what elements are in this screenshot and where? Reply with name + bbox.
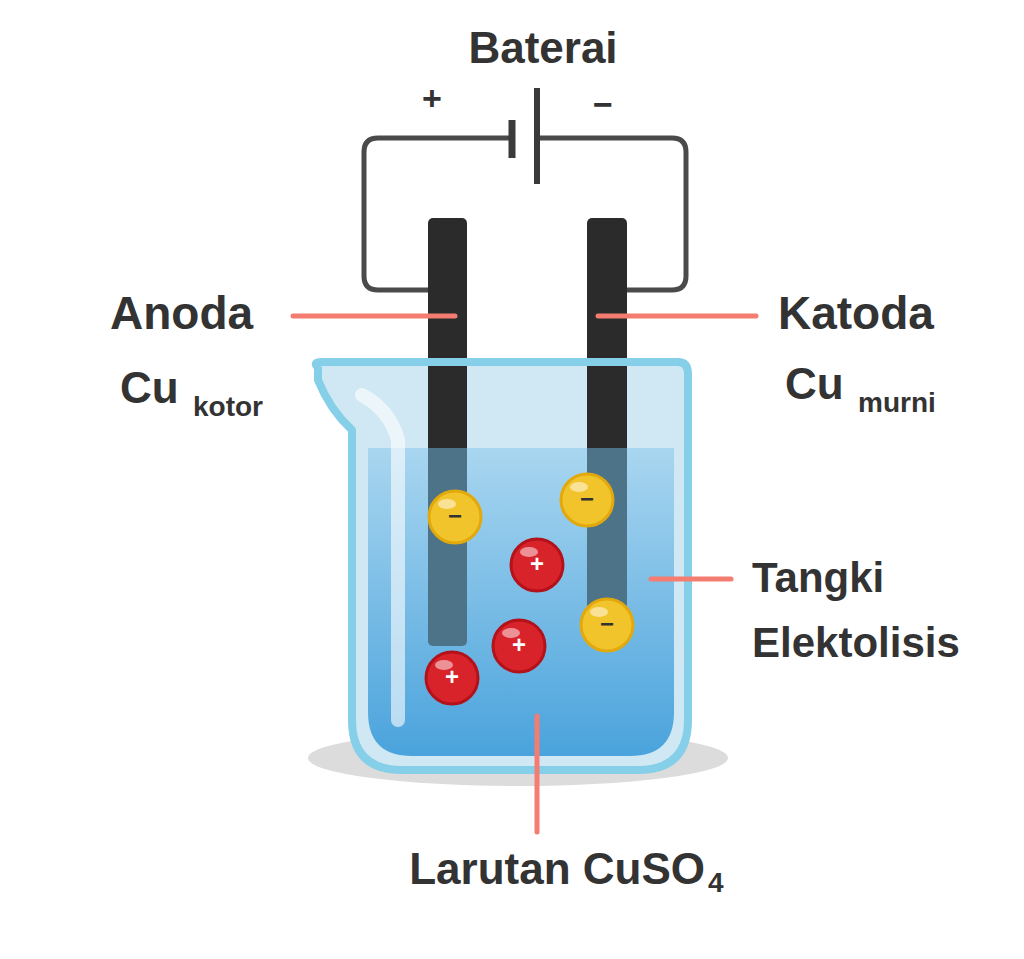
title-label: Baterai bbox=[468, 24, 617, 72]
beaker bbox=[316, 362, 688, 770]
cation-circle: + bbox=[491, 618, 547, 674]
anion-circle: − bbox=[579, 597, 635, 653]
battery-symbol bbox=[534, 88, 540, 184]
tank-label: Tangki Elektolisis bbox=[752, 545, 1022, 675]
polarity-sign: − bbox=[593, 86, 613, 123]
ion-charge: − bbox=[579, 597, 635, 653]
ion-charge: + bbox=[509, 537, 565, 593]
electrode-submerged bbox=[428, 448, 467, 646]
leader-line bbox=[598, 314, 756, 319]
leader-line bbox=[651, 577, 731, 582]
anion-circle: − bbox=[559, 472, 615, 528]
material-label: Cu bbox=[120, 364, 179, 412]
leader-line bbox=[535, 716, 540, 832]
beaker-outline bbox=[316, 362, 688, 770]
solution bbox=[368, 448, 674, 756]
material-label: Cu bbox=[785, 360, 844, 408]
ion-charge: + bbox=[491, 618, 547, 674]
cathode-electrode bbox=[587, 218, 627, 646]
electrode-label: Katoda bbox=[778, 288, 934, 339]
glass-highlight bbox=[362, 395, 398, 720]
anode-electrode bbox=[428, 218, 467, 646]
material-subscript: kotor bbox=[193, 392, 263, 423]
ion-charge: − bbox=[559, 472, 615, 528]
material-subscript: murni bbox=[858, 388, 936, 419]
cation-circle: + bbox=[424, 650, 480, 706]
polarity-sign: + bbox=[422, 80, 442, 117]
formula-subscript: 4 bbox=[708, 868, 724, 899]
electrode-label: Anoda bbox=[110, 288, 253, 339]
anion-circle: − bbox=[427, 489, 483, 545]
battery-symbol bbox=[509, 120, 516, 158]
leader-line bbox=[293, 314, 455, 319]
solution-label: Larutan CuSO bbox=[409, 845, 705, 893]
ion-charge: + bbox=[424, 650, 480, 706]
cation-circle: + bbox=[509, 537, 565, 593]
ion-charge: − bbox=[427, 489, 483, 545]
